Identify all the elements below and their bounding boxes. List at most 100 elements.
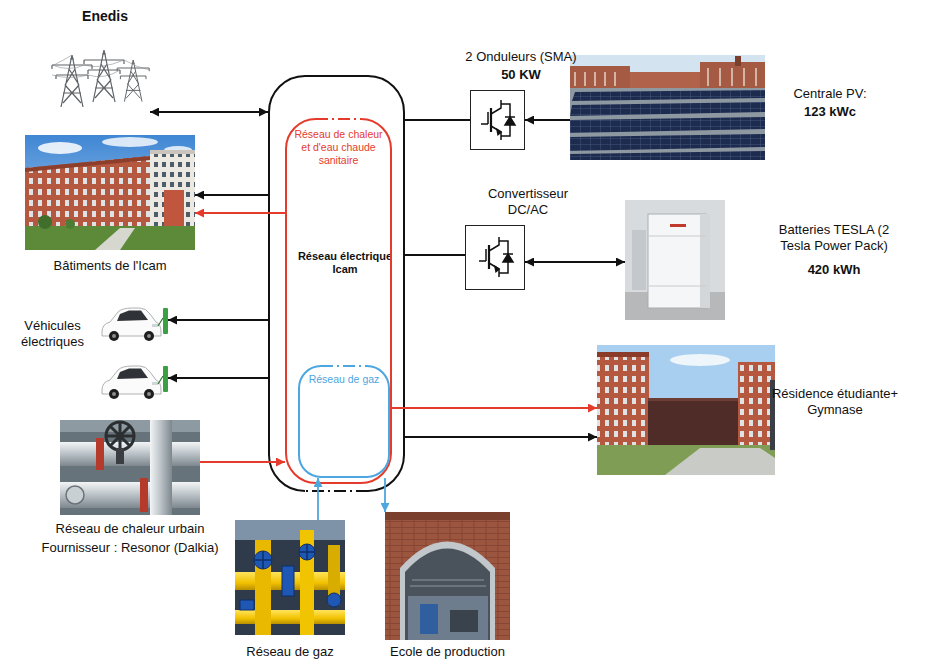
gas-pipe-photo	[327, 593, 341, 607]
heat-pipe-photo	[150, 420, 172, 515]
flow-connector	[405, 436, 597, 438]
flow-connector	[525, 119, 570, 121]
residence-photo	[648, 398, 738, 401]
residence-photo	[670, 354, 730, 366]
workshop-photo	[400, 542, 495, 641]
node-label: Batteries TESLA (2 Tesla Power Pack)	[768, 222, 900, 254]
heat-network-box: Réseau de chaleur et d'eau chaude sanita…	[285, 118, 392, 484]
node-label: Enedis	[55, 8, 155, 25]
solar-photo	[572, 90, 765, 101]
building-photo	[25, 226, 195, 250]
battery-node: Batteries TESLA (2 Tesla Power Pack)420 …	[625, 200, 725, 320]
workshop-photo	[410, 580, 486, 586]
car-illustration	[158, 318, 163, 384]
heat-pipe-photo	[60, 482, 200, 508]
pylon-illustration	[117, 60, 149, 102]
residence-photo	[597, 445, 775, 475]
node-label: 50 KW	[456, 67, 586, 83]
gas-pipe-photo	[235, 520, 345, 540]
flow-connector	[405, 254, 465, 256]
node-label: Résidence étudiante+ Gymnase	[768, 386, 902, 418]
district-heating-node: Réseau de chaleur urbainFournisseur : Re…	[60, 420, 200, 515]
residence-photo	[665, 448, 775, 475]
building-photo	[102, 137, 158, 147]
workshop-photo	[385, 512, 510, 640]
network-border	[269, 76, 404, 491]
residence-photo	[597, 345, 775, 475]
gas-pipe-photo	[254, 544, 315, 569]
building-photo	[95, 228, 135, 250]
workshop-node: Ecole de production	[385, 512, 510, 640]
car-illustration	[163, 366, 168, 392]
workshop-photo	[385, 512, 510, 520]
building-photo	[164, 190, 184, 228]
igbt-symbol	[481, 100, 515, 140]
flow-connector	[195, 212, 285, 214]
node-label: 2 Onduleurs (SMA)	[456, 49, 586, 65]
residence-photo	[738, 362, 775, 450]
node-label: Réseau électrique Icam	[290, 250, 400, 277]
flow-connector	[392, 407, 597, 409]
solar-photo	[570, 55, 765, 160]
residence-node: Résidence étudiante+ Gymnase	[597, 345, 775, 475]
workshop-photo	[405, 549, 490, 641]
solar-plant-node: Centrale PV:123 kWc	[570, 55, 765, 160]
gas-pipe-photo	[235, 520, 345, 635]
workshop-photo	[385, 512, 510, 640]
heat-pipe-photo	[140, 478, 148, 512]
flow-connector	[168, 377, 268, 379]
solar-photo	[570, 102, 765, 116]
building-photo	[25, 135, 195, 250]
building-photo	[38, 142, 82, 154]
node-label: Réseau de chaleur urbain	[30, 521, 230, 537]
solar-photo	[570, 55, 765, 160]
residence-photo	[648, 398, 738, 450]
building-photo	[25, 156, 150, 228]
gas-pipe-photo	[240, 544, 341, 610]
battery-photo	[632, 230, 646, 290]
battery-photo	[625, 200, 725, 320]
workshop-photo	[450, 610, 478, 632]
node-label: Bâtiments de l'Icam	[25, 258, 195, 274]
flow-connector	[317, 478, 319, 520]
building-photo	[65, 219, 75, 229]
igbt-symbol	[479, 237, 513, 277]
node-label: Réseau de chaleur et d'eau chaude sanita…	[290, 128, 387, 166]
electric-network-box: Réseau électrique Icam Réseau de chaleur …	[268, 75, 405, 492]
residence-photo	[597, 345, 775, 475]
converter-box: Convertisseur DC/AC	[465, 225, 525, 290]
residence-photo	[597, 352, 649, 447]
node-label: Ecole de production	[375, 644, 520, 660]
heat-pipe-photo	[116, 448, 124, 464]
solar-photo	[575, 68, 756, 86]
grid-operator-node: Enedis	[45, 48, 150, 116]
flow-connector	[384, 478, 386, 512]
gas-pipe-photo	[235, 520, 345, 635]
battery-photo	[670, 224, 686, 227]
solar-photo	[735, 56, 741, 66]
solar-photo	[570, 66, 630, 88]
network-outline	[285, 118, 392, 484]
battery-photo	[648, 214, 706, 308]
flow-connector	[195, 194, 268, 196]
building-photo	[25, 156, 150, 172]
heat-pipe-photo	[60, 420, 200, 515]
flow-connector	[200, 461, 285, 463]
heat-pipe-photo	[106, 422, 134, 450]
flow-connector	[168, 319, 268, 321]
gas-pipe-photo	[240, 600, 254, 610]
battery-photo	[700, 214, 710, 308]
inverter-box: 2 Onduleurs (SMA)50 KW	[470, 90, 525, 150]
battery-photo	[625, 200, 725, 320]
node-label: Centrale PV:	[780, 86, 880, 102]
car-illustration	[102, 308, 168, 399]
solar-photo	[570, 134, 765, 151]
heat-pipe-photo	[96, 438, 104, 470]
car-illustration	[102, 308, 161, 341]
battery-photo	[648, 236, 706, 286]
network-border-dashdot	[321, 365, 367, 367]
heat-pipe-photo	[66, 486, 84, 504]
node-label: 123 kWc	[780, 104, 880, 120]
solar-photo	[630, 72, 700, 88]
